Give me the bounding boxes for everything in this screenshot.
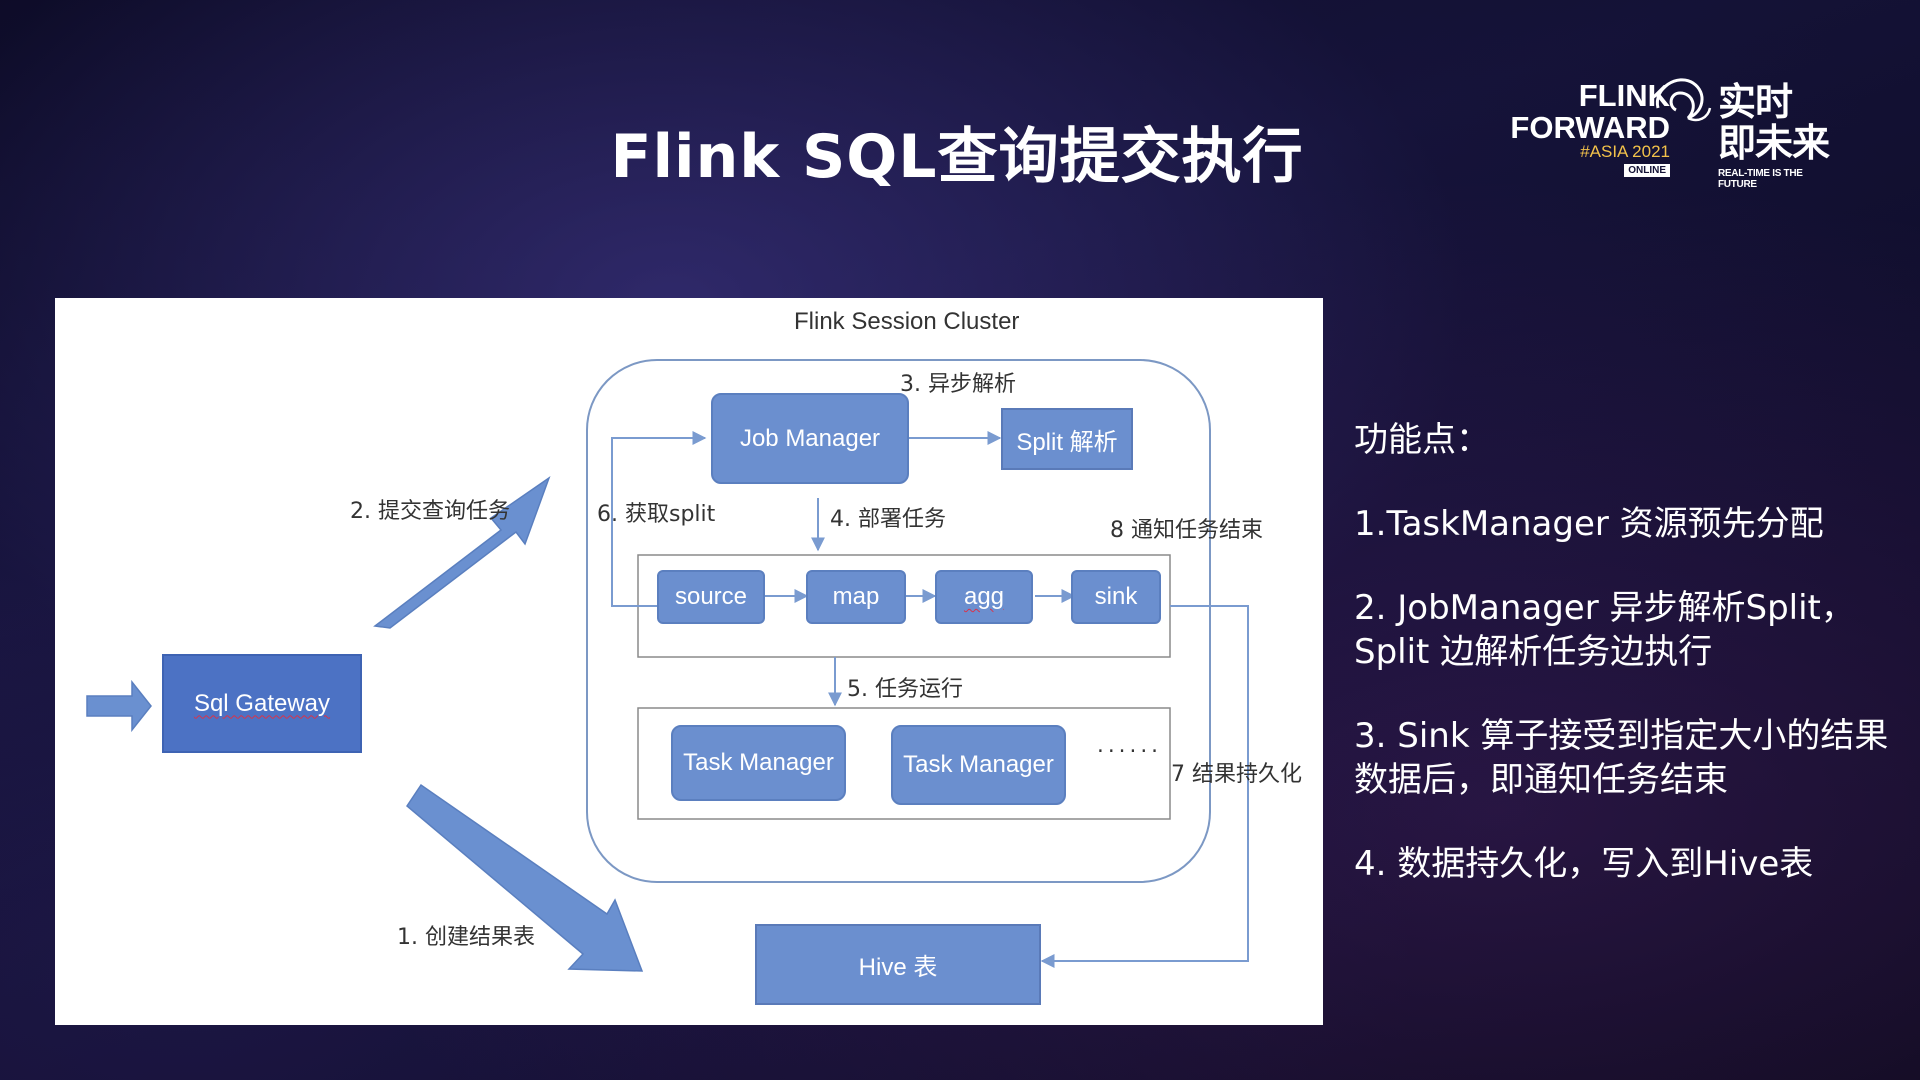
logo-badge: ONLINE [1624,164,1670,177]
split-parse-box: Split 解析 [1001,408,1133,470]
feature-item-1: 1.TaskManager 资源预先分配 [1354,504,1824,544]
step1-label: 1. 创建结果表 [397,925,535,950]
logo-line2: FORWARD [1510,110,1670,145]
squirrel-icon [1655,78,1712,122]
logo-line1: FLINK [1578,78,1670,113]
arrow-get-split [611,431,707,607]
create-table-arrow [406,783,644,972]
feature-item-4: 4. 数据持久化，写入到Hive表 [1354,844,1814,884]
feature-item-3: 3. Sink 算子接受到指定大小的结果数据后，即通知任务结束 [1354,716,1889,800]
cluster-title: Flink Session Cluster [794,308,1020,335]
step3-label: 3. 异步解析 [900,372,1016,397]
step6-label: 6. 获取split [597,502,716,527]
task-manager-ellipsis: ...... [1095,736,1161,757]
arrow-persist [1040,605,1249,968]
logo-chinese: 实时 即未来 [1718,80,1830,165]
task-manager-box-1: Task Manager [671,725,846,801]
taskmanager-group [637,707,1171,820]
agg-operator: agg [935,570,1033,624]
sink-operator: sink [1071,570,1161,624]
submit-arrow [373,476,551,629]
step4-label: 4. 部署任务 [830,507,946,532]
map-operator: map [806,570,906,624]
logo-cn-line2: 即未来 [1718,121,1830,165]
step8-label: 8 通知任务结束 [1110,518,1263,543]
logo-edition: #ASIA 2021 [1580,142,1670,161]
source-operator: source [657,570,765,624]
task-manager-box-2: Task Manager [891,725,1066,805]
feature-heading: 功能点： [1354,420,1490,460]
step2-label: 2. 提交查询任务 [350,499,510,524]
step5-label: 5. 任务运行 [847,677,963,702]
job-manager-box: Job Manager [711,393,909,484]
architecture-diagram: Flink Session Cluster Job Manager Split … [55,298,1323,1025]
feature-item-2: 2. JobManager 异步解析Split，Split 边解析任务边执行 [1354,588,1855,672]
sql-gateway-box: Sql Gateway [162,654,362,753]
logo-tagline: REAL-TIME IS THE FUTURE [1718,168,1803,190]
flink-forward-logo: FLINK FORWARD #ASIA 2021 ONLINE 实时 即未来 R… [1510,78,1838,190]
slide-title: Flink SQL查询提交执行 [610,122,1304,192]
cluster-container [586,359,1211,883]
input-arrow [86,679,152,733]
hive-table-box: Hive 表 [755,924,1041,1005]
logo-wordmark: FLINK FORWARD [1510,80,1670,144]
agg-label: agg [963,583,1005,610]
diagram-lines [86,359,1249,972]
step7-label: 7 结果持久化 [1171,762,1302,787]
sql-gateway-label: Sql Gateway [193,689,331,717]
feature-list: 功能点： 1.TaskManager 资源预先分配 2. JobManager … [1354,418,1894,926]
logo-cn-line1: 实时 [1718,80,1793,124]
